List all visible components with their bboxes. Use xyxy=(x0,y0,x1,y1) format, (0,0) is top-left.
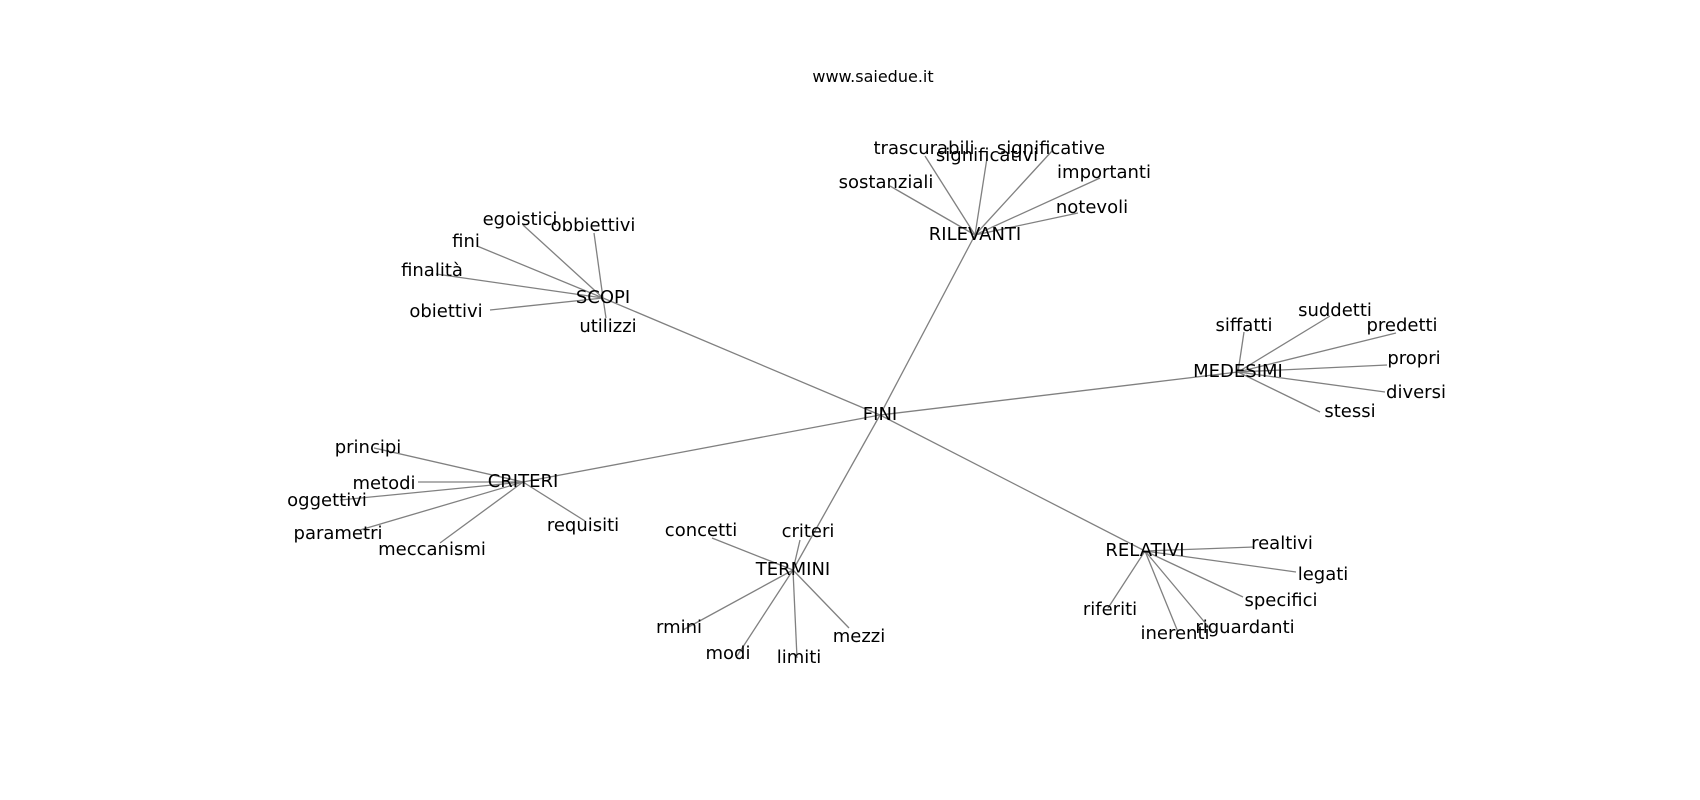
page-title: www.saiedue.it xyxy=(812,67,933,86)
leaf-node-riferiti: riferiti xyxy=(1083,599,1137,620)
edge-scopi-obbiettivi xyxy=(593,232,604,299)
edge-scopi-utilizzi xyxy=(602,297,607,319)
leaf-node-legati: legati xyxy=(1298,564,1349,585)
leaf-node-sostanziali: sostanziali xyxy=(839,172,934,193)
leaf-node-diversi: diversi xyxy=(1386,382,1446,403)
leaf-node-oggettivi: oggettivi xyxy=(287,490,367,511)
edge-center-medesimi xyxy=(879,371,1239,416)
leaf-node-finalita: finalità xyxy=(401,260,463,281)
edge-medesimi-suddetti xyxy=(1237,315,1331,373)
leaf-node-concetti: concetti xyxy=(665,520,737,541)
leaf-node-realtivi: realtivi xyxy=(1251,533,1313,554)
leaf-node-criteri: criteri xyxy=(782,521,835,542)
leaf-node-stessi: stessi xyxy=(1324,401,1375,422)
leaf-node-propri: propri xyxy=(1387,348,1440,369)
leaf-node-limiti: limiti xyxy=(777,647,822,668)
edge-criteri-oggettivi xyxy=(339,481,524,501)
hub-node-rilevanti: RILEVANTI xyxy=(929,224,1021,245)
edge-medesimi-predetti xyxy=(1237,332,1397,373)
edge-scopi-fini xyxy=(476,245,604,299)
leaf-node-egoistici: egoistici xyxy=(483,209,558,230)
edge-criteri-parametri xyxy=(359,481,524,531)
edge-relativi-legati xyxy=(1144,550,1297,573)
edge-scopi-obiettivi xyxy=(489,297,604,311)
edge-rilevanti-sostanziali xyxy=(889,185,976,236)
hub-node-relativi: RELATIVI xyxy=(1105,540,1184,561)
edge-center-relativi xyxy=(879,414,1146,552)
edge-termini-limiti xyxy=(792,569,798,659)
leaf-node-significativi: significativi xyxy=(936,145,1038,166)
leaf-node-suddetti: suddetti xyxy=(1298,300,1372,321)
hub-node-termini: TERMINI xyxy=(755,559,831,580)
edge-rilevanti-trascurabili xyxy=(924,155,976,236)
edge-medesimi-stessi xyxy=(1237,371,1321,413)
edge-relativi-riguardanti xyxy=(1144,550,1213,632)
edge-relativi-specifici xyxy=(1144,550,1244,598)
center-node-fini: FINI xyxy=(863,404,897,425)
edge-center-criteri xyxy=(522,414,881,483)
leaf-node-fini: fini xyxy=(452,231,480,252)
edge-center-termini xyxy=(792,414,881,571)
edge-relativi-inerenti xyxy=(1144,550,1179,633)
hub-node-scopi: SCOPI xyxy=(576,287,630,308)
leaf-node-parametri: parametri xyxy=(294,523,383,544)
edge-medesimi-propri xyxy=(1237,364,1388,373)
edges xyxy=(339,150,1397,659)
leaf-node-principi: principi xyxy=(335,437,402,458)
leaf-node-metodi: metodi xyxy=(352,473,415,494)
edge-rilevanti-importanti xyxy=(974,177,1101,236)
leaf-node-specifici: specifici xyxy=(1244,590,1317,611)
edge-termini-rmini xyxy=(682,569,794,631)
edge-center-scopi xyxy=(602,297,881,416)
leaf-node-modi: modi xyxy=(706,643,751,664)
leaf-node-requisiti: requisiti xyxy=(547,515,619,536)
leaf-node-rmini: rmini xyxy=(656,617,702,638)
edge-relativi-riferiti xyxy=(1107,550,1146,609)
leaf-node-predetti: predetti xyxy=(1366,315,1437,336)
edge-scopi-finalita xyxy=(435,273,604,299)
leaf-node-siffatti: siffatti xyxy=(1216,315,1273,336)
edge-termini-modi xyxy=(736,569,794,657)
hub-node-criteri: CRITERI xyxy=(488,471,559,492)
edge-scopi-egoistici xyxy=(522,224,604,299)
leaf-node-obbiettivi: obbiettivi xyxy=(551,215,636,236)
leaf-node-utilizzi: utilizzi xyxy=(579,316,636,337)
edge-center-rilevanti xyxy=(879,234,976,416)
edge-rilevanti-significativi xyxy=(974,157,988,236)
edge-relativi-realtivi xyxy=(1144,546,1255,552)
hub-node-medesimi: MEDESIMI xyxy=(1193,361,1283,382)
leaf-node-significative: significative xyxy=(997,138,1105,159)
leaf-node-meccanismi: meccanismi xyxy=(378,539,486,560)
leaf-node-obiettivi: obiettivi xyxy=(409,301,482,322)
leaf-node-riguardanti: riguardanti xyxy=(1195,617,1294,638)
edge-termini-mezzi xyxy=(792,569,850,629)
edge-termini-concetti xyxy=(711,537,794,571)
edge-rilevanti-notevoli xyxy=(974,212,1079,236)
leaf-node-trascurabili: trascurabili xyxy=(873,138,974,159)
edge-criteri-requisiti xyxy=(522,481,586,522)
leaf-node-notevoli: notevoli xyxy=(1056,197,1128,218)
leaf-node-mezzi: mezzi xyxy=(833,626,886,647)
leaf-node-inerenti: inerenti xyxy=(1140,623,1209,644)
leaf-node-importanti: importanti xyxy=(1057,162,1151,183)
edge-medesimi-siffatti xyxy=(1237,331,1245,373)
edge-medesimi-diversi xyxy=(1237,371,1386,393)
edge-rilevanti-significative xyxy=(974,150,1053,236)
edge-termini-criteri xyxy=(792,539,801,571)
edge-criteri-principi xyxy=(373,447,524,483)
edge-criteri-meccanismi xyxy=(439,481,524,544)
